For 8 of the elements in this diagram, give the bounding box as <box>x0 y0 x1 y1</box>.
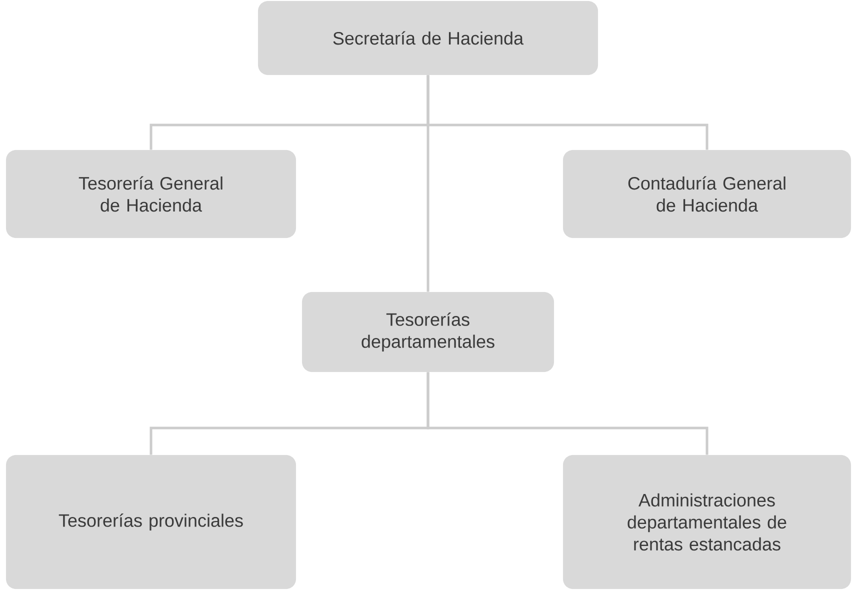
connector-line <box>426 372 708 455</box>
connector-line <box>426 75 430 292</box>
org-box: Tesorerías departamentales <box>302 292 554 372</box>
org-box: Contaduría General de Hacienda <box>563 150 851 238</box>
org-box: Administraciones departamentales de rentas estancadas <box>563 455 851 589</box>
org-box: Tesorería General de Hacienda <box>6 150 296 238</box>
org-box: Tesorerías provinciales <box>6 455 296 589</box>
org-box: Secretaría de Hacienda <box>258 1 598 75</box>
